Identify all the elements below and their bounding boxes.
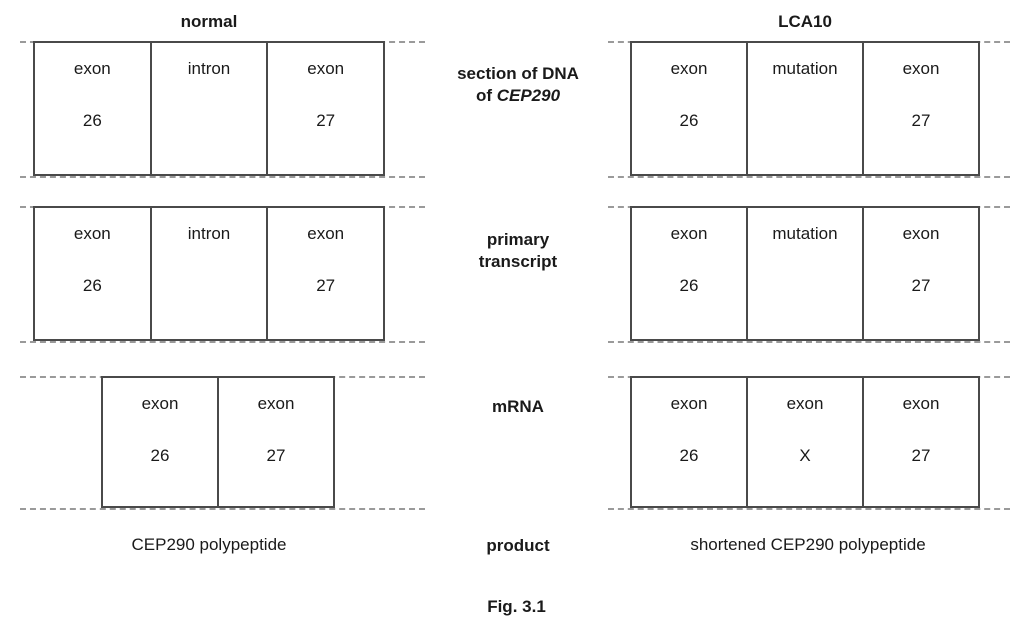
row-label-line1: product bbox=[486, 536, 550, 555]
segment-cell-number: 27 bbox=[911, 446, 931, 465]
segment-cell-mutation: mutation bbox=[748, 208, 864, 339]
segment-cell-label: exon bbox=[902, 224, 940, 243]
segment-cell-exon27: exon 27 bbox=[268, 208, 383, 339]
row-label-mrna: mRNA bbox=[418, 396, 618, 418]
segment-cell-label: exon bbox=[786, 394, 824, 413]
segment-box-dna-normal: exon 26 intron exon 27 bbox=[33, 41, 385, 176]
segment-cell-number: 26 bbox=[82, 111, 102, 130]
segment-cell-label: exon bbox=[670, 394, 708, 413]
segment-cell-label: mutation bbox=[772, 59, 838, 78]
segment-cell-number: 26 bbox=[679, 446, 699, 465]
column-heading-normal: normal bbox=[180, 12, 238, 31]
segment-cell-exon-x: exon X bbox=[748, 378, 864, 506]
segment-cell-label: exon bbox=[257, 394, 295, 413]
segment-cell-label: exon bbox=[307, 224, 345, 243]
segment-cell-exon27: exon 27 bbox=[864, 43, 978, 174]
segment-cell-number: 26 bbox=[82, 276, 102, 295]
segment-cell-exon26: exon 26 bbox=[632, 378, 748, 506]
product-text-normal: CEP290 polypeptide bbox=[131, 535, 287, 554]
segment-cell-label: exon bbox=[670, 59, 708, 78]
segment-box-primary-transcript-lca10: exon 26 mutation exon 27 bbox=[630, 206, 980, 341]
segment-cell-number: 27 bbox=[911, 276, 931, 295]
segment-cell-number: 27 bbox=[316, 276, 336, 295]
segment-box-mrna-lca10: exon 26 exon X exon 27 bbox=[630, 376, 980, 508]
row-label-primary-transcript: primary transcript bbox=[418, 229, 618, 274]
segment-cell-label: intron bbox=[187, 224, 231, 243]
product-text-lca10: shortened CEP290 polypeptide bbox=[690, 535, 926, 554]
row-label-product: product bbox=[418, 535, 618, 557]
segment-cell-label: exon bbox=[902, 394, 940, 413]
segment-box-mrna-normal: exon 26 exon 27 bbox=[101, 376, 335, 508]
segment-cell-exon26: exon 26 bbox=[35, 208, 152, 339]
segment-cell-exon27: exon 27 bbox=[219, 378, 333, 506]
segment-cell-label: intron bbox=[187, 59, 231, 78]
column-heading-lca10: LCA10 bbox=[778, 12, 832, 31]
guide-line-row2-lca10-bottom bbox=[608, 341, 1010, 343]
row-label-line2-prefix: of bbox=[475, 86, 497, 106]
row-label-line1: section of DNA bbox=[457, 64, 579, 83]
gene-name-cep290: CEP290 bbox=[496, 86, 561, 106]
segment-cell-label: exon bbox=[141, 394, 179, 413]
guide-line-row3-lca10-bottom bbox=[608, 508, 1010, 510]
guide-line-row1-normal-bottom bbox=[20, 176, 425, 178]
row-label-line1: mRNA bbox=[492, 397, 544, 416]
segment-cell-number: X bbox=[799, 446, 811, 465]
segment-cell-number: 27 bbox=[266, 446, 286, 465]
segment-cell-number: 26 bbox=[679, 111, 699, 130]
segment-cell-exon27: exon 27 bbox=[864, 208, 978, 339]
segment-cell-exon27: exon 27 bbox=[864, 378, 978, 506]
segment-cell-exon27: exon 27 bbox=[268, 43, 383, 174]
segment-cell-label: exon bbox=[73, 59, 111, 78]
segment-cell-exon26: exon 26 bbox=[35, 43, 152, 174]
segment-cell-exon26: exon 26 bbox=[103, 378, 219, 506]
figure-caption: Fig. 3.1 bbox=[487, 597, 546, 616]
segment-box-primary-transcript-normal: exon 26 intron exon 27 bbox=[33, 206, 385, 341]
segment-cell-number: 26 bbox=[679, 276, 699, 295]
guide-line-row1-lca10-bottom bbox=[608, 176, 1010, 178]
segment-cell-intron: intron bbox=[152, 208, 269, 339]
segment-cell-label: exon bbox=[670, 224, 708, 243]
segment-cell-exon26: exon 26 bbox=[632, 208, 748, 339]
guide-line-row3-normal-bottom bbox=[20, 508, 425, 510]
segment-cell-label: mutation bbox=[772, 224, 838, 243]
row-label-line1: primary bbox=[486, 230, 550, 249]
segment-cell-mutation: mutation bbox=[748, 43, 864, 174]
segment-cell-exon26: exon 26 bbox=[632, 43, 748, 174]
guide-line-row2-normal-bottom bbox=[20, 341, 425, 343]
segment-cell-label: exon bbox=[902, 59, 940, 78]
segment-cell-number: 27 bbox=[316, 111, 336, 130]
segment-cell-label: exon bbox=[307, 59, 345, 78]
segment-cell-intron: intron bbox=[152, 43, 269, 174]
row-label-line2: transcript bbox=[478, 252, 558, 272]
row-label-section-of-dna: section of DNA of CEP290 bbox=[418, 63, 618, 108]
segment-cell-number: 26 bbox=[150, 446, 170, 465]
segment-cell-number: 27 bbox=[911, 111, 931, 130]
segment-box-dna-lca10: exon 26 mutation exon 27 bbox=[630, 41, 980, 176]
segment-cell-label: exon bbox=[73, 224, 111, 243]
